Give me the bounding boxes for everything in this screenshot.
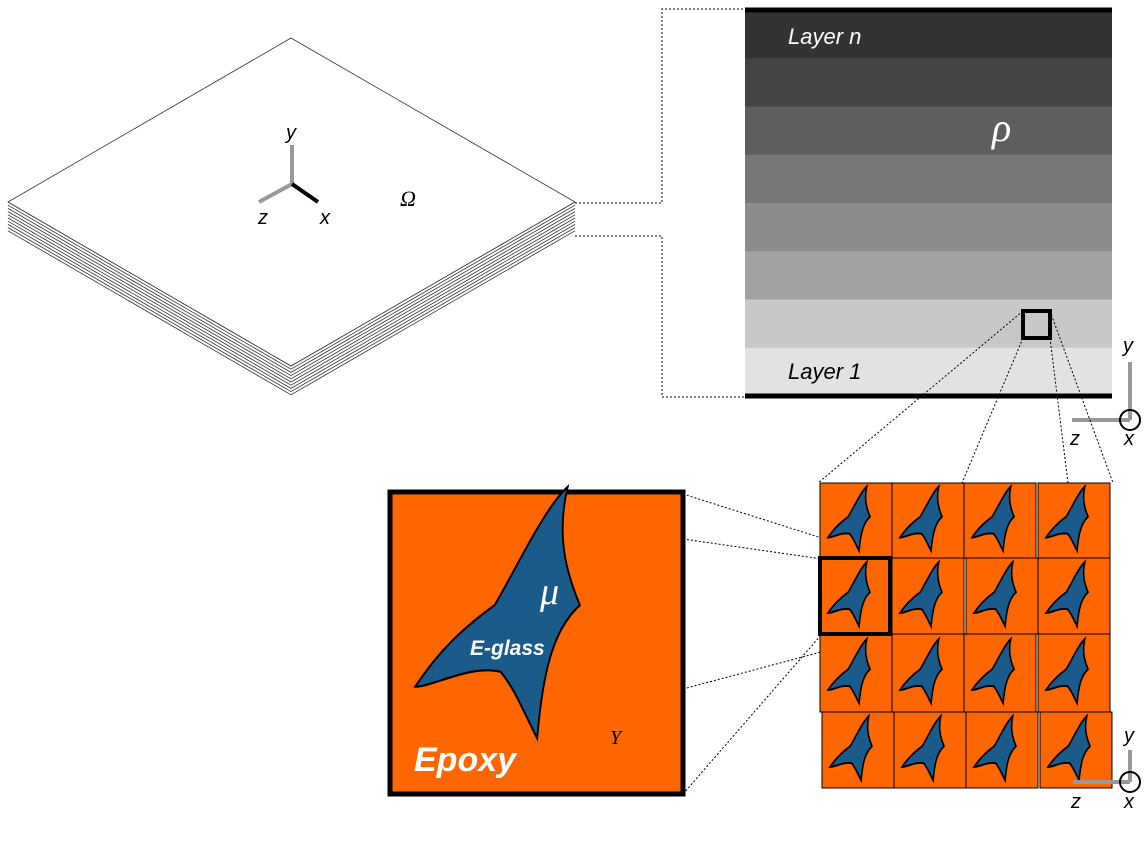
stack-z-label: z — [1069, 428, 1080, 450]
stack-y-label: y — [1121, 335, 1134, 357]
stack-layer — [745, 58, 1112, 107]
plate-layer-edge — [7, 224, 576, 389]
plate-axes: y z x — [257, 122, 331, 229]
stack-layer — [745, 347, 1112, 397]
layer-1-label: Layer 1 — [788, 359, 861, 384]
grid-axes: y z x — [1070, 725, 1141, 813]
grid-x-axis-circle — [1119, 771, 1141, 793]
plate-layer-edge — [7, 211, 576, 377]
plate-to-stack-connector — [575, 8, 745, 204]
plate-layer-edge — [7, 227, 576, 393]
laminated-plate: y z x Ω — [7, 37, 576, 396]
stack-layer — [745, 10, 1112, 59]
plate-layer-edge — [7, 214, 576, 380]
plate-to-stack-connector-lower — [575, 235, 745, 398]
fiber-label-eglass: E-glass — [470, 637, 545, 660]
domain-omega-label: Ω — [400, 186, 416, 211]
stack-layer — [745, 154, 1112, 204]
grid-x-label: x — [1123, 791, 1135, 813]
stack-layer — [745, 299, 1112, 349]
layer-stack: Layer n Layer 1 ρ — [745, 7, 1112, 399]
plate-x-axis — [290, 182, 320, 204]
plate-layer-edge — [7, 217, 576, 383]
highlighted-grid-cell — [818, 556, 892, 636]
matrix-label-epoxy: Epoxy — [414, 741, 518, 779]
grid-z-label: z — [1070, 791, 1081, 813]
stack-layer — [745, 106, 1112, 156]
stack-x-axis-circle — [1119, 409, 1141, 431]
selection-to-grid-connectors — [817, 310, 1114, 484]
plate-layer-edge — [7, 208, 576, 373]
stack-layer — [745, 203, 1112, 252]
stack-layer — [745, 251, 1112, 300]
fiber-property-mu: μ — [539, 571, 559, 613]
plate-layer-edge — [7, 204, 576, 370]
plate-layer-edge — [7, 230, 576, 396]
plate-z-axis — [258, 182, 293, 204]
zoom-selection-box — [1021, 309, 1052, 340]
grid-y-label: y — [1122, 725, 1135, 747]
layer-n-label: Layer n — [788, 24, 861, 49]
plate-z-label: z — [257, 207, 268, 229]
stack-layers — [745, 10, 1112, 397]
stack-x-label: x — [1123, 428, 1135, 450]
microstructure-grid — [819, 482, 1113, 789]
cell-label-y: Y — [610, 727, 623, 749]
plate-layer-edge — [7, 220, 576, 386]
plate-top-face — [7, 37, 576, 367]
density-rho-label: ρ — [990, 105, 1011, 150]
plate-y-label: y — [284, 122, 297, 144]
plate-x-label: x — [319, 207, 331, 229]
grid-cell — [963, 633, 1037, 713]
unit-cell: μ E-glass Y Epoxy — [387, 484, 686, 797]
stack-axes: y z x — [1069, 335, 1141, 450]
